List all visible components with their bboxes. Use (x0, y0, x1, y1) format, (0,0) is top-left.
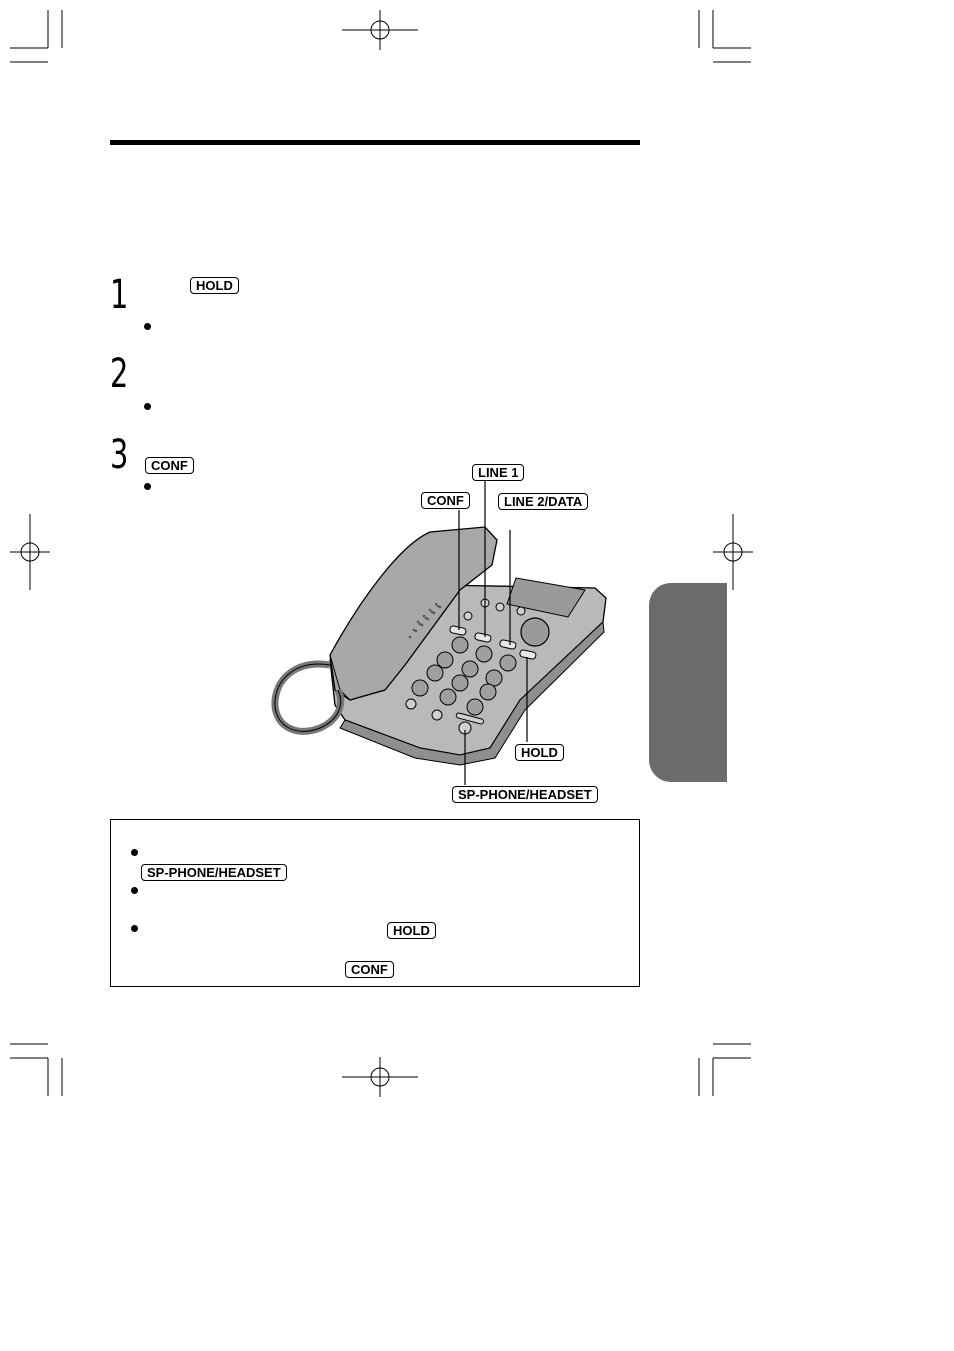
sp-phone-headset-callout: SP-PHONE/HEADSET (452, 786, 598, 803)
section-side-tab (649, 583, 727, 782)
note-bullet-2 (131, 887, 138, 894)
note-bullet-1 (131, 849, 138, 856)
note-sp-phone-headset-key: SP-PHONE/HEADSET (141, 864, 287, 881)
step-3-number: 3 (110, 432, 129, 478)
note-hold-key: HOLD (387, 922, 436, 939)
note-conf-key: CONF (345, 961, 394, 978)
hold-callout: HOLD (515, 744, 564, 761)
line1-callout: LINE 1 (472, 464, 525, 481)
step-3-bullet (144, 483, 151, 490)
hold-key-label: HOLD (190, 277, 239, 294)
step-2-bullet (144, 403, 151, 410)
line2-data-callout: LINE 2/DATA (498, 493, 589, 510)
conf-callout: CONF (421, 492, 470, 509)
step-1-number: 1 (110, 272, 129, 318)
section-rule (110, 140, 640, 145)
conf-key-label: CONF (145, 457, 194, 474)
step-1-bullet (144, 323, 151, 330)
note-box (110, 819, 640, 987)
note-bullet-3 (131, 925, 138, 932)
step-2-number: 2 (110, 351, 129, 397)
